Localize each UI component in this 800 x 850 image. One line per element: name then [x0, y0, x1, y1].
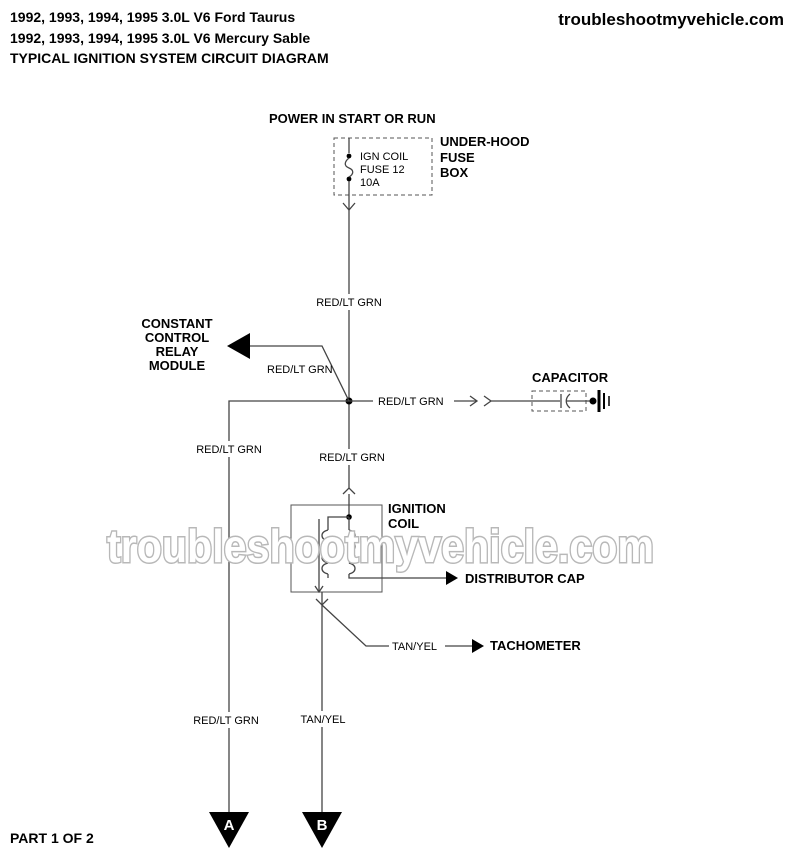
- title-line-diagram: TYPICAL IGNITION SYSTEM CIRCUIT DIAGRAM: [10, 50, 329, 66]
- fuse-number: FUSE 12: [360, 164, 405, 176]
- relay-arrow: [227, 333, 250, 359]
- connector-a: [209, 812, 249, 848]
- relay-label-3: RELAY: [156, 344, 199, 359]
- coil-label-2: COIL: [388, 516, 419, 531]
- connector-chevron-cap-2: [483, 395, 493, 407]
- tach-arrow: [472, 639, 484, 653]
- distributor-label: DISTRIBUTOR CAP: [465, 571, 585, 586]
- connector-a-label: A: [224, 817, 235, 834]
- title-line-taurus: 1992, 1993, 1994, 1995 3.0L V6 Ford Taur…: [10, 9, 295, 25]
- wire-label-to-coil: RED/LT GRN: [319, 452, 385, 464]
- title-line-sable: 1992, 1993, 1994, 1995 3.0L V6 Mercury S…: [10, 30, 310, 46]
- capacitor-plate-2: [565, 393, 571, 409]
- wire-label-relay: RED/LT GRN: [267, 364, 333, 376]
- primary-winding: [321, 529, 329, 575]
- power-label: POWER IN START OR RUN: [269, 111, 436, 126]
- fuse-box-outline: [333, 137, 433, 196]
- connector-chevron-cap-1: [469, 395, 479, 407]
- fuse-box-label-3: BOX: [440, 165, 469, 180]
- connector-b-label: B: [317, 817, 328, 834]
- ignition-coil-outline: [290, 504, 383, 593]
- relay-label-1: CONSTANT: [141, 316, 212, 331]
- tach-branch-wire: [321, 604, 389, 647]
- fuse-box-label-2: FUSE: [440, 150, 475, 165]
- relay-label-2: CONTROL: [145, 330, 209, 345]
- distributor-wire: [348, 574, 446, 579]
- coil-core-arrow: [314, 585, 324, 594]
- fuse-rating: 10A: [360, 177, 380, 189]
- fuse-box-label-1: UNDER-HOOD: [440, 134, 530, 149]
- tachometer-label: TACHOMETER: [490, 638, 581, 653]
- fuse-terminal-top: [346, 153, 352, 159]
- fuse-terminal-bottom: [346, 176, 352, 182]
- fuse-icon: [344, 157, 354, 178]
- label-bg: [186, 712, 272, 728]
- wire-label-capacitor: RED/LT GRN: [378, 396, 444, 408]
- primary-lead: [327, 516, 349, 530]
- secondary-winding: [348, 529, 356, 575]
- wire-label-coil-out: TAN/YEL: [300, 714, 345, 726]
- wire-label-left-lower: RED/LT GRN: [193, 715, 259, 727]
- site-name: troubleshootmyvehicle.com: [558, 10, 784, 29]
- left-wire: [228, 400, 349, 812]
- label-bg: [186, 441, 272, 457]
- label-bg: [290, 711, 354, 727]
- relay-label-4: MODULE: [149, 358, 206, 373]
- coil-label-1: IGNITION: [388, 501, 446, 516]
- wire-label-main: RED/LT GRN: [316, 297, 382, 309]
- capacitor-label: CAPACITOR: [532, 370, 609, 385]
- watermark: troubleshootmyvehicle.com: [107, 520, 654, 572]
- distributor-arrow: [446, 571, 458, 585]
- connector-b: [302, 812, 342, 848]
- connector-chevron-coil: [342, 487, 356, 495]
- part-label: PART 1 OF 2: [10, 830, 94, 846]
- capacitor-terminal: [589, 397, 597, 405]
- label-bg: [306, 294, 394, 310]
- wire-label-left-upper: RED/LT GRN: [196, 444, 262, 456]
- fuse-name: IGN COIL: [360, 151, 408, 163]
- wire-label-tach: TAN/YEL: [392, 641, 437, 653]
- relay-branch-wire: [249, 345, 350, 402]
- label-bg: [306, 449, 394, 465]
